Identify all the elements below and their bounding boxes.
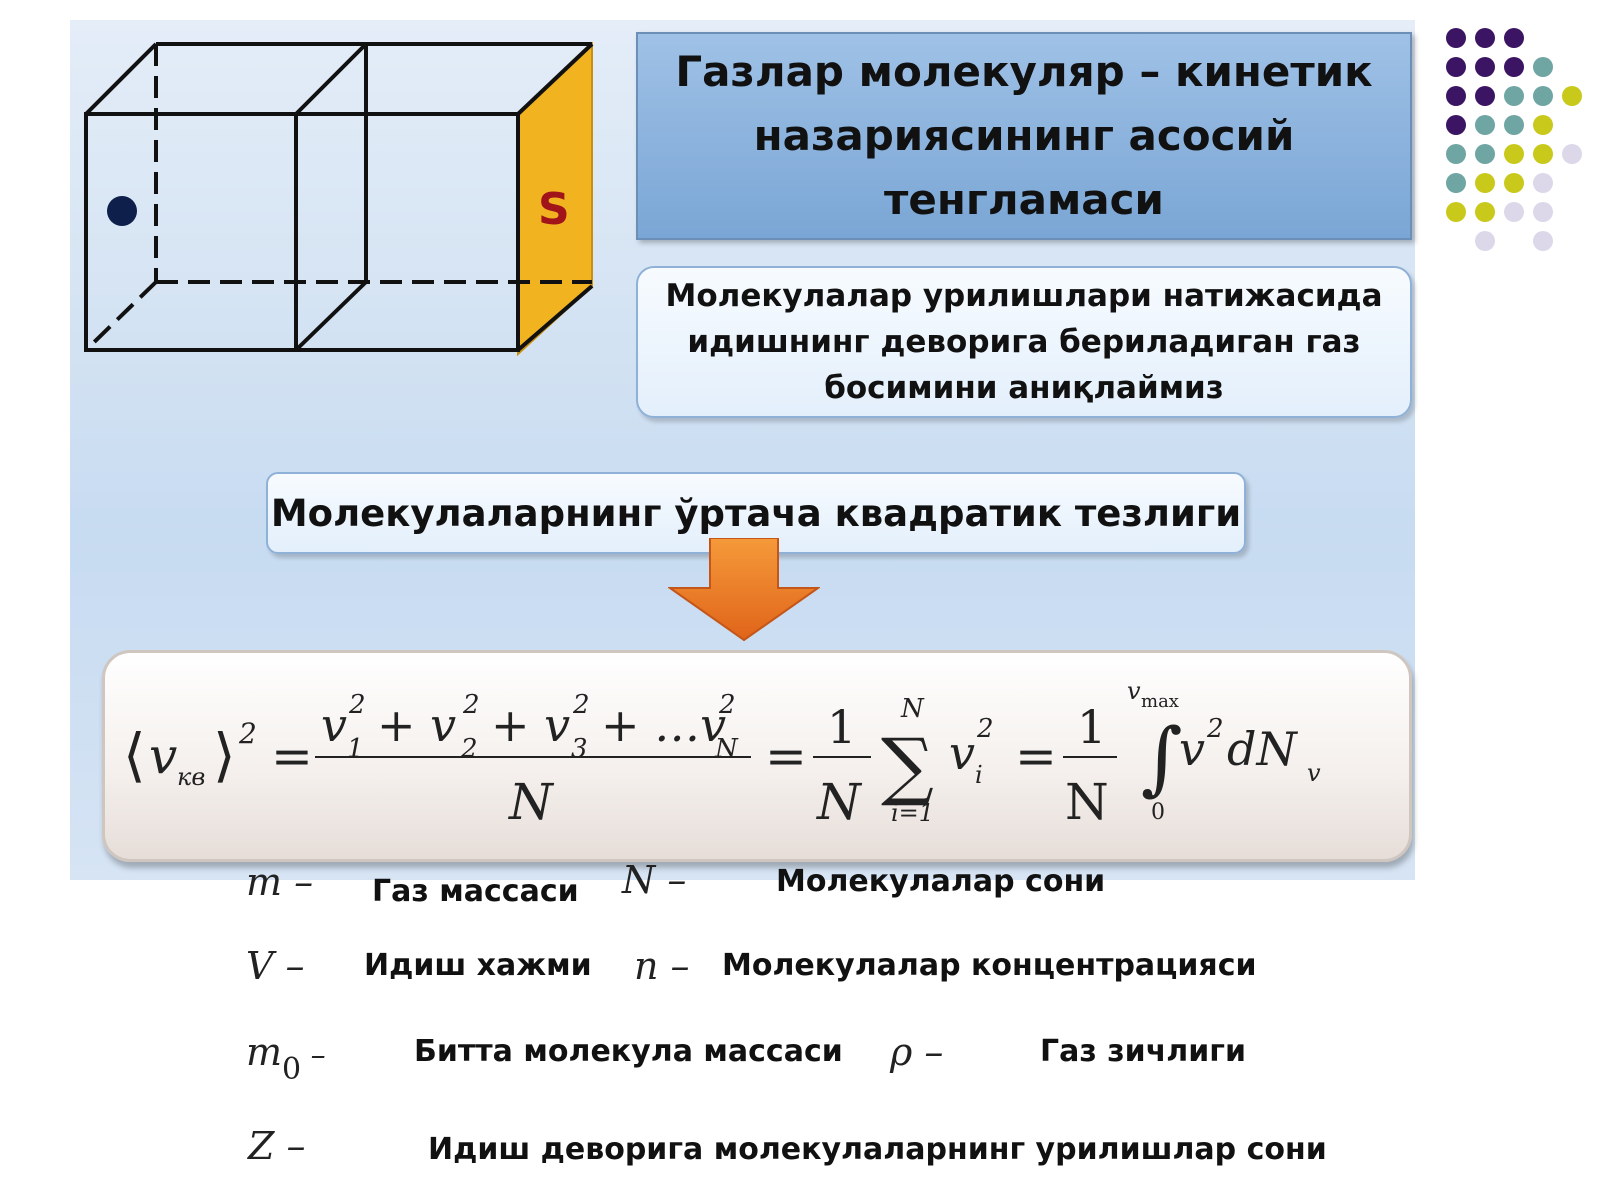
- lhs-exp: 2: [238, 717, 257, 750]
- integrand-exp: 2: [1206, 714, 1224, 744]
- integrand-rest: dN: [1227, 722, 1298, 776]
- legend-label-molecule-count: Молекулалар сони: [776, 864, 1106, 899]
- decor-dot: [1533, 115, 1553, 135]
- svg-text:=: =: [765, 727, 807, 785]
- legend-label-collisions: Идиш деворига молекулаларнинг урилишлар …: [428, 1132, 1327, 1167]
- num-term-3: + v: [491, 698, 570, 752]
- legend-symbol-Z: Z –: [248, 1124, 306, 1168]
- legend-label-volume: Идиш хажми: [364, 948, 592, 983]
- gas-container-diagram: S: [84, 41, 594, 357]
- integrand: v: [1179, 722, 1205, 776]
- page-title: Газлар молекуляр – кинетик назариясининг…: [675, 47, 1373, 224]
- decor-dot: [1475, 86, 1495, 106]
- legend-symbol-m0: m0 –: [246, 1030, 326, 1087]
- formula-box: ⟨ v кв ⟩ 2 = v 1 2 + v 2 2 + v 3 2 + …v …: [102, 650, 1412, 862]
- sum-lower: i=1: [891, 799, 934, 827]
- decor-dot: [1533, 86, 1553, 106]
- sum-symbol: ∑: [881, 723, 934, 809]
- sum-term: v: [949, 726, 975, 780]
- num-term-1: v: [321, 698, 347, 752]
- wall-label: S: [538, 184, 570, 235]
- svg-text:⟩: ⟩: [213, 721, 236, 789]
- num-term-2: + v: [377, 698, 456, 752]
- num-sub-3: 3: [571, 734, 588, 764]
- decor-dot: [1504, 173, 1524, 193]
- legend-symbol-N: N –: [622, 858, 687, 902]
- legend-symbol-n: n –: [634, 944, 690, 988]
- legend-symbol-rho: ρ –: [890, 1030, 944, 1074]
- decor-dot: [1533, 57, 1553, 77]
- decor-dot: [1504, 57, 1524, 77]
- decor-dot: [1446, 57, 1466, 77]
- decor-dot: [1446, 144, 1466, 164]
- lhs-base: v: [149, 727, 177, 785]
- num-sub-1: 1: [347, 734, 364, 764]
- legend-symbol-m0-sub: 0: [282, 1052, 302, 1087]
- num-exp-3: 2: [572, 690, 590, 720]
- svg-text:=: =: [1015, 727, 1057, 785]
- decor-dot: [1504, 86, 1524, 106]
- decor-dot: [1533, 144, 1553, 164]
- decor-dot: [1533, 231, 1553, 251]
- int-symbol: ∫: [1141, 711, 1183, 804]
- decor-dot: [1446, 115, 1466, 135]
- legend-symbol-m: m –: [246, 860, 314, 904]
- description-text: Молекулалар урилишлари натижасида идишни…: [665, 278, 1383, 406]
- description-box: Молекулалар урилишлари натижасида идишни…: [636, 266, 1412, 418]
- legend-label-density: Газ зичлиги: [1040, 1034, 1246, 1069]
- frac2-den: N: [1065, 773, 1109, 831]
- decor-dot: [1504, 115, 1524, 135]
- frac1-den: N: [816, 773, 863, 831]
- subtitle-text: Молекулаларнинг ўртача квадратик тезлиги: [270, 491, 1242, 535]
- num-exp-N: 2: [718, 690, 736, 720]
- decor-dot: [1504, 28, 1524, 48]
- title-banner: Газлар молекуляр – кинетик назариясининг…: [636, 32, 1412, 240]
- decor-dot: [1533, 173, 1553, 193]
- lhs-sub: кв: [177, 763, 205, 791]
- legend-symbol-V: V –: [246, 944, 305, 988]
- sum-upper: N: [900, 694, 925, 724]
- num-sub-2: 2: [460, 734, 478, 764]
- decor-dot: [1562, 144, 1582, 164]
- num-sub-N: N: [714, 734, 739, 764]
- legend-label-gas-mass: Газ массаси: [372, 874, 579, 909]
- legend-symbol-m0-base: m: [246, 1030, 283, 1074]
- decor-dot: [1446, 173, 1466, 193]
- down-arrow-icon: [668, 538, 820, 642]
- frac1-num: 1: [827, 700, 856, 754]
- decor-dot: [1475, 144, 1495, 164]
- sum-sub: i: [975, 761, 983, 789]
- num-exp-1: 2: [348, 690, 366, 720]
- svg-text:⟨: ⟨: [123, 721, 146, 789]
- decor-dot: [1475, 173, 1495, 193]
- decor-dot: [1562, 86, 1582, 106]
- legend-label-molecule-mass: Битта молекула массаси: [414, 1034, 843, 1069]
- int-upper-v: v: [1127, 677, 1141, 705]
- num-term-4: + …v: [601, 698, 726, 752]
- integrand-sub: v: [1307, 759, 1321, 787]
- svg-text:=: =: [271, 727, 313, 785]
- decor-dot: [1475, 115, 1495, 135]
- decor-dot: [1504, 202, 1524, 222]
- num-exp-2: 2: [462, 690, 480, 720]
- decor-dot: [1533, 202, 1553, 222]
- decor-dot: [1504, 144, 1524, 164]
- frac2-num: 1: [1077, 700, 1106, 754]
- formula-svg: ⟨ v кв ⟩ 2 = v 1 2 + v 2 2 + v 3 2 + …v …: [123, 677, 1321, 831]
- legend-label-concentration: Молекулалар концентрацияси: [722, 948, 1257, 983]
- decor-dot: [1446, 86, 1466, 106]
- decor-dot: [1475, 231, 1495, 251]
- decor-dot: [1475, 202, 1495, 222]
- denominator: N: [508, 773, 555, 831]
- int-lower: 0: [1151, 800, 1165, 825]
- decor-dot: [1446, 28, 1466, 48]
- decor-dot: [1446, 202, 1466, 222]
- sum-exp: 2: [976, 714, 994, 744]
- decor-dot: [1475, 57, 1495, 77]
- decor-dot: [1475, 28, 1495, 48]
- legend-symbol-m0-tail: –: [301, 1038, 326, 1073]
- molecule-dot: [107, 196, 137, 226]
- int-upper-sub: max: [1141, 691, 1179, 712]
